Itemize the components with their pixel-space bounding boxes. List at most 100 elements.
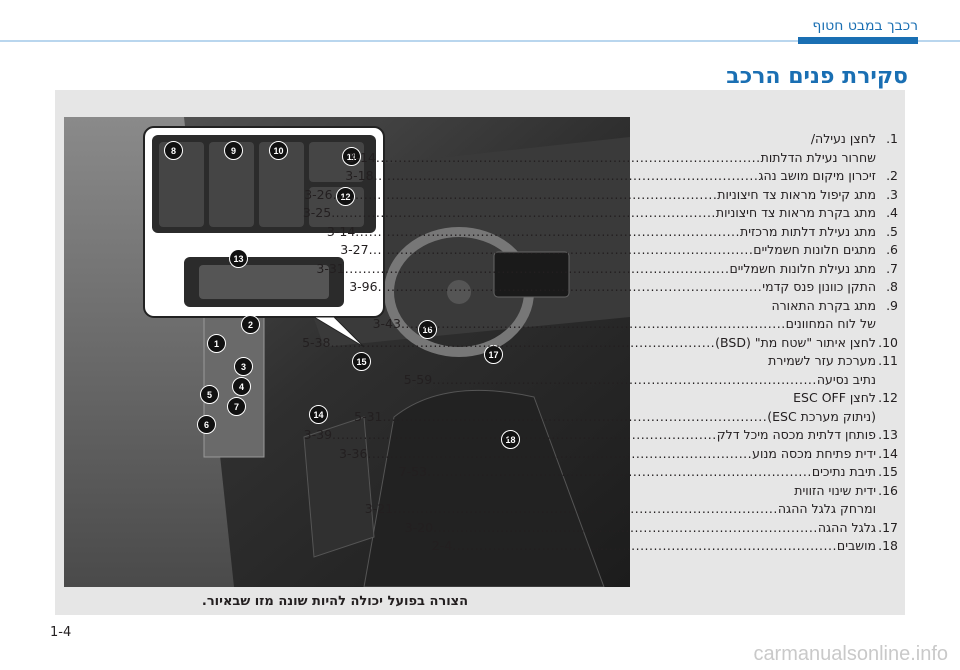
legend-item-page[interactable]: 3-20 bbox=[404, 519, 434, 535]
legend-item-page[interactable]: 3-26 bbox=[304, 186, 333, 202]
leader-dots bbox=[332, 426, 717, 445]
legend-item-label: זיכרון מיקום מושב נהג bbox=[758, 168, 876, 183]
legend-item-text: מערכת עזר לשמירת bbox=[768, 353, 876, 368]
legend-item: 10.לחצן איתור "שטח מת" (BSD)5-38 bbox=[302, 334, 898, 353]
legend-item: 17.גלגל ההגה3-20 bbox=[405, 519, 898, 538]
legend-item-page[interactable]: 3-31 bbox=[316, 260, 345, 276]
legend-item-page[interactable]: 3-96 bbox=[349, 279, 378, 294]
legend-item-number: 3. bbox=[886, 186, 898, 202]
callout-8: 8 bbox=[164, 141, 183, 160]
legend-item-page[interactable]: 3-39 bbox=[303, 427, 333, 442]
legend-item: 12.לחצן ESC OFF (ניתוק מערכת ESC) 5-31 bbox=[354, 389, 898, 426]
legend-item: 1. לחצן נעילה/שחרור נעילת הדלתות 3-14 bbox=[348, 130, 898, 167]
callout-5: 5 bbox=[200, 385, 219, 404]
header-accent-bar bbox=[798, 37, 918, 44]
legend-item-label: תיבת נתיכים bbox=[811, 464, 876, 479]
legend-item-label: מתג קיפול מראות צד חיצוניות bbox=[717, 186, 876, 202]
callout-7: 7 bbox=[227, 397, 246, 416]
leader-dots bbox=[330, 334, 715, 353]
legend-item-page[interactable]: 5-31 bbox=[354, 408, 383, 424]
leader-dots bbox=[401, 315, 786, 334]
caption: הצורה בפועל יכולה להיות שונה מזו שבאיור. bbox=[201, 594, 469, 609]
legend-item-label: ידית פתיחת מכסה מנוע bbox=[752, 445, 876, 461]
callout-2: 2 bbox=[241, 315, 260, 334]
legend-item-label: מושבים bbox=[836, 538, 876, 553]
legend-item: 2. זיכרון מיקום מושב נהג 3-18 bbox=[345, 167, 898, 186]
legend-item-page[interactable]: 7-53 bbox=[398, 464, 428, 479]
leader-dots bbox=[345, 260, 730, 279]
header-title: רכבך במבט חטוף bbox=[812, 18, 918, 34]
legend-item-page[interactable]: 3-27 bbox=[340, 242, 369, 257]
legend-item-page[interactable]: 3-14 bbox=[326, 223, 356, 239]
legend-item: 3. מתג קיפול מראות צד חיצוניות 3-26 bbox=[304, 186, 898, 205]
legend-item-page[interactable]: 3-14 bbox=[347, 149, 376, 165]
callout-11: 11 bbox=[342, 147, 361, 166]
callout-14: 14 bbox=[309, 405, 328, 424]
legend-item-number: 5. bbox=[886, 223, 898, 239]
legend-item-page[interactable]: 3-36 bbox=[339, 445, 368, 461]
legend-item-label: ומרחק גלגל ההגה bbox=[777, 501, 876, 516]
callout-6: 6 bbox=[197, 415, 216, 434]
leader-dots bbox=[383, 408, 768, 427]
section-title: סקירת פנים הרכב bbox=[726, 64, 908, 89]
legend-item-label: שחרור נעילת הדלתות bbox=[760, 149, 876, 165]
leader-dots bbox=[367, 445, 752, 464]
leader-dots bbox=[427, 463, 812, 482]
legend-item: 18.מושבים 2-4 bbox=[432, 537, 898, 556]
legend-item-number: 8. bbox=[886, 279, 898, 294]
legend-item-number: 14. bbox=[878, 445, 898, 461]
legend-item: 7.מתג נעילת חלונות חשמליים3-31 bbox=[316, 260, 898, 279]
legend-item-number: 18. bbox=[878, 538, 898, 553]
leader-dots bbox=[432, 371, 817, 390]
leader-dots bbox=[433, 519, 818, 538]
callout-4: 4 bbox=[232, 377, 251, 396]
legend-item-page[interactable]: 5-38 bbox=[302, 334, 331, 350]
leader-dots bbox=[355, 223, 740, 242]
leader-dots bbox=[333, 186, 718, 205]
legend-list: 1. לחצן נעילה/שחרור נעילת הדלתות 3-14 2. זיכ… bbox=[302, 130, 898, 556]
legend-item: 5. מתג נעילת דלתות מרכזית 3-14 bbox=[327, 223, 898, 242]
legend-item-label: של לוח המחוונים bbox=[785, 316, 876, 331]
legend-item: 11.מערכת עזר לשמירת נתיב נסיעה 5-59 bbox=[404, 352, 898, 389]
legend-item-page[interactable]: 3-18 bbox=[345, 168, 374, 183]
callout-15: 15 bbox=[352, 352, 371, 371]
legend-item-label: נתיב נסיעה bbox=[816, 371, 876, 387]
callout-3: 3 bbox=[234, 357, 253, 376]
legend-item-label: לחצן איתור "שטח מת" (BSD) bbox=[715, 334, 876, 350]
watermark: carmanualsonline.info bbox=[753, 643, 948, 665]
legend-item-number: 6. bbox=[886, 242, 898, 257]
legend-item-label: מתג נעילת דלתות מרכזית bbox=[740, 223, 876, 239]
leader-dots bbox=[376, 149, 761, 168]
legend-item-page[interactable]: 3-25 bbox=[302, 205, 332, 220]
legend-item-text: ידית שינוי הזווית bbox=[794, 482, 876, 498]
callout-10: 10 bbox=[269, 141, 288, 160]
legend-item: 4.מתג בקרת מראות צד חיצוניות3-25 bbox=[303, 204, 898, 223]
legend-item-page[interactable]: 3-43 bbox=[372, 316, 401, 331]
legend-item-label: (ניתוק מערכת ESC) bbox=[767, 408, 876, 424]
legend-item-number: 2. bbox=[886, 168, 898, 183]
legend-item-text: לחצן ESC OFF bbox=[793, 390, 876, 405]
legend-item-page[interactable]: 2-4 bbox=[431, 538, 453, 553]
legend-item-label: גלגל ההגה bbox=[817, 519, 876, 535]
legend-item-page[interactable]: 5-59 bbox=[403, 371, 433, 387]
header-rule bbox=[0, 40, 960, 42]
legend-item: 8.התקן כוונון פנס קדמי3-96 bbox=[349, 278, 898, 297]
legend-item: 15.תיבת נתיכים7-53 bbox=[399, 463, 898, 482]
legend-item-text: לחצן נעילה/ bbox=[810, 131, 876, 146]
callout-1: 1 bbox=[207, 334, 226, 353]
legend-item: 13.פותחן דלתית מכסה מיכל דלק3-39 bbox=[304, 426, 898, 445]
legend-item-page[interactable]: 3-21 bbox=[364, 501, 394, 516]
legend-item-number: 16. bbox=[878, 482, 898, 498]
legend-item-number: 1. bbox=[886, 131, 898, 146]
page-number: 1-4 bbox=[50, 625, 72, 640]
legend-item: 16.ידית שינוי הזווית ומרחק גלגל ההגה 3-21 bbox=[365, 482, 898, 519]
legend-item-number: 13. bbox=[878, 427, 898, 442]
legend-item-number: 11. bbox=[878, 353, 898, 368]
legend-item-number: 9. bbox=[886, 297, 898, 313]
leader-dots bbox=[393, 500, 778, 519]
leader-dots bbox=[331, 204, 716, 223]
leader-dots bbox=[378, 278, 763, 297]
legend-item-number: 7. bbox=[886, 260, 898, 276]
legend-item-number: 12. bbox=[878, 390, 898, 405]
